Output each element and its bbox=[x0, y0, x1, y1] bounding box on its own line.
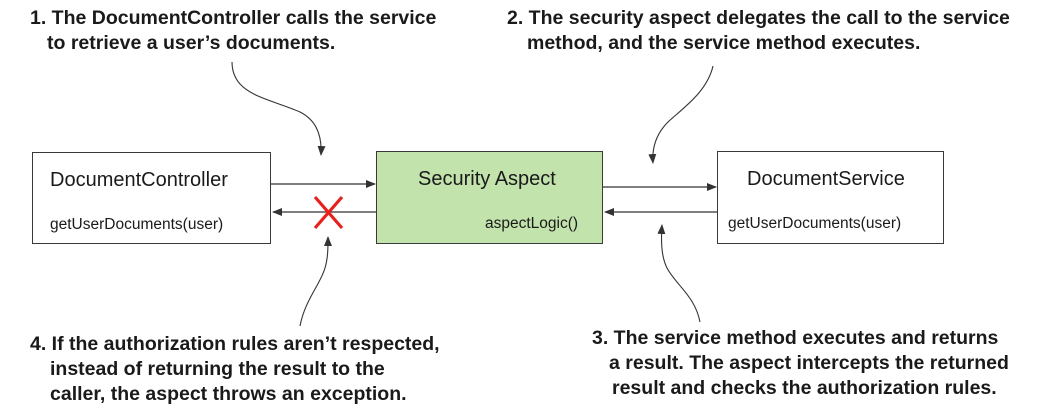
callout-arrow-1 bbox=[231, 61, 326, 156]
note-2-line-2: method, and the service method executes. bbox=[527, 32, 921, 54]
security-aspect-title: Security Aspect bbox=[418, 168, 556, 190]
note-1-line-1: 1. The DocumentController calls the serv… bbox=[30, 7, 437, 29]
security-aspect-box: Security Aspect aspectLogic() bbox=[376, 151, 603, 244]
note-4: 4. If the authorization rules aren’t res… bbox=[30, 332, 440, 407]
callout-arrow-3 bbox=[657, 224, 701, 323]
document-service-box: DocumentService getUserDocuments(user) bbox=[717, 151, 944, 244]
note-3-line-1: 3. The service method executes and retur… bbox=[592, 327, 999, 349]
callout-arrow-2 bbox=[648, 65, 714, 164]
note-3-line-3: result and checks the authorization rule… bbox=[612, 377, 997, 399]
document-service-title: DocumentService bbox=[747, 168, 905, 190]
security-aspect-method: aspectLogic() bbox=[485, 215, 579, 232]
document-service-method: getUserDocuments(user) bbox=[728, 215, 902, 232]
note-3-line-2: a result. The aspect intercepts the retu… bbox=[609, 352, 1009, 374]
note-4-line-1: 4. If the authorization rules aren’t res… bbox=[30, 333, 440, 355]
note-4-line-3: caller, the aspect throws an exception. bbox=[50, 383, 407, 405]
note-4-line-2: instead of returning the result to the bbox=[50, 358, 385, 380]
document-controller-method: getUserDocuments(user) bbox=[50, 216, 224, 233]
document-controller-box: DocumentController getUserDocuments(user… bbox=[32, 152, 271, 244]
note-2: 2. The security aspect delegates the cal… bbox=[507, 6, 1010, 56]
note-1-line-2: to retrieve a user’s documents. bbox=[47, 32, 336, 54]
note-3: 3. The service method executes and retur… bbox=[592, 326, 1009, 401]
cross-icon bbox=[313, 195, 344, 230]
document-controller-title: DocumentController bbox=[50, 169, 228, 191]
callout-arrow-4 bbox=[299, 236, 332, 327]
note-2-line-1: 2. The security aspect delegates the cal… bbox=[507, 7, 1010, 29]
note-1: 1. The DocumentController calls the serv… bbox=[30, 6, 436, 56]
